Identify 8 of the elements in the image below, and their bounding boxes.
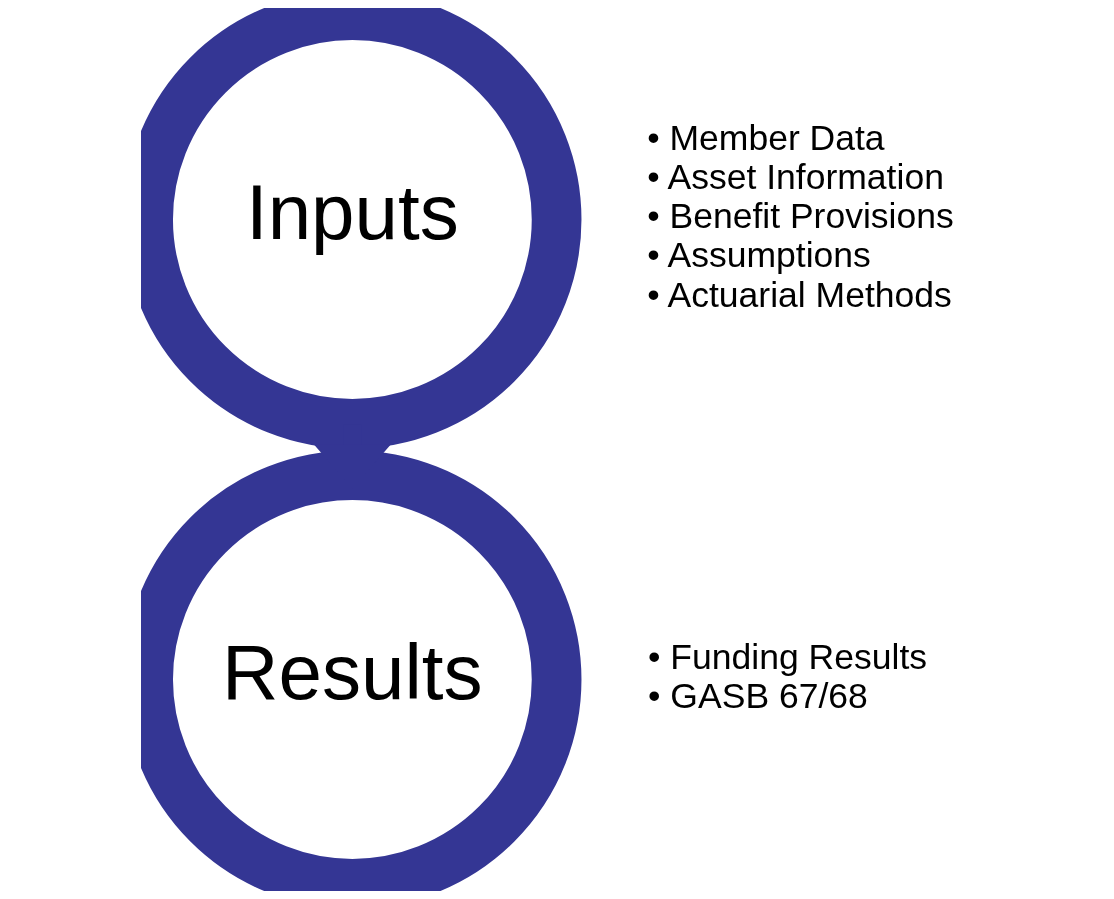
node-circle: Results [140,450,581,891]
node-label: • Benefit Provisions [646,196,954,237]
node-label: • Member Data [646,118,885,159]
node-label: • Actuarial Methods [646,274,952,315]
node-label: • GASB 67/68 [647,675,868,716]
node-label: • Funding Results [647,636,927,677]
node-label: • Assumptions [646,235,871,276]
node-label: • Asset Information [646,157,944,198]
